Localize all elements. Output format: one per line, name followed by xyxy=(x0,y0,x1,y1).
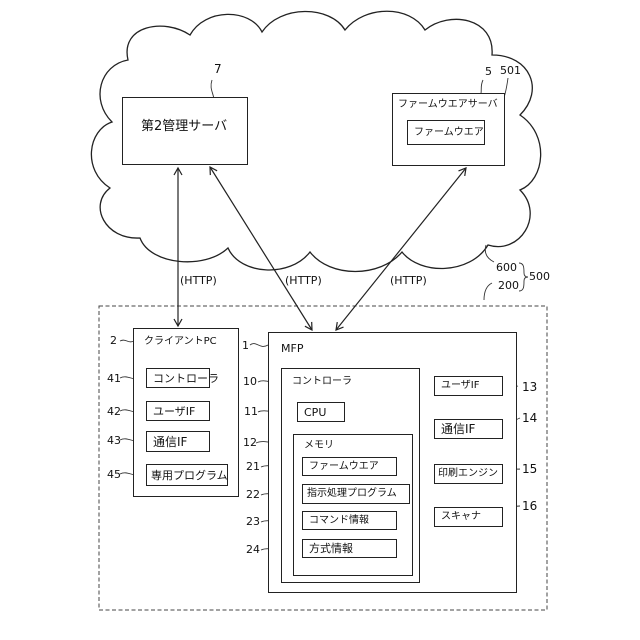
second-mgmt-server-ref: 7 xyxy=(214,63,222,75)
memory-item-ref-24: 24 xyxy=(246,544,260,555)
memory-item-ref-21: 21 xyxy=(246,461,260,472)
client-pc-user-if[interactable]: ユーザIF xyxy=(146,401,210,421)
firmware-server[interactable]: ファームウエアサーバ ファームウエア xyxy=(392,93,505,166)
http-label-2: (HTTP) xyxy=(285,275,322,286)
second-mgmt-server[interactable]: 第2管理サーバ xyxy=(122,97,248,165)
client-pc-label: クライアントPC xyxy=(144,337,217,347)
client-item-ref-45: 45 xyxy=(107,469,121,480)
memory-method-info[interactable]: 方式情報 xyxy=(302,539,397,558)
system-ref: 500 xyxy=(529,271,550,282)
mfp-user-if[interactable]: ユーザIF xyxy=(434,376,503,396)
mfp-scanner[interactable]: スキャナ xyxy=(434,507,503,527)
http-label-3: (HTTP) xyxy=(390,275,427,286)
memory-ref: 12 xyxy=(243,437,257,448)
system-brace xyxy=(519,263,528,291)
client-pc[interactable]: クライアントPC コントローラ ユーザIF 通信IF 専用プログラム xyxy=(133,328,239,497)
memory-instruction-program[interactable]: 指示処理プログラム xyxy=(302,484,410,504)
client-item-ref-43: 43 xyxy=(107,435,121,446)
client-item-ref-42: 42 xyxy=(107,406,121,417)
mfp-label: MFP xyxy=(281,343,303,354)
second-mgmt-server-label: 第2管理サーバ xyxy=(141,120,227,133)
network-ref: 600 xyxy=(496,262,517,273)
client-pc-comm-if[interactable]: 通信IF xyxy=(146,431,210,452)
memory-item-ref-22: 22 xyxy=(246,489,260,500)
firmware-server-ref: 5 xyxy=(485,66,492,77)
memory-firmware[interactable]: ファームウエア xyxy=(302,457,397,476)
mfp-print-engine[interactable]: 印刷エンジン xyxy=(434,464,503,484)
cpu[interactable]: CPU xyxy=(297,402,345,422)
firmware-server-firmware[interactable]: ファームウエア xyxy=(407,120,485,145)
client-pc-controller[interactable]: コントローラ xyxy=(146,368,210,388)
memory-item-ref-23: 23 xyxy=(246,516,260,527)
firmware-ref: 501 xyxy=(500,65,521,76)
client-pc-dedicated-program[interactable]: 専用プログラム xyxy=(146,464,228,486)
mfp-ref: 1 xyxy=(242,340,249,351)
local-area-ref: 200 xyxy=(498,280,519,291)
memory-command-info[interactable]: コマンド情報 xyxy=(302,511,397,530)
controller-ref: 10 xyxy=(243,376,257,387)
peripheral-ref-13: 13 xyxy=(522,381,537,393)
peripheral-ref-16: 16 xyxy=(522,500,537,512)
mfp-controller-label: コントローラ xyxy=(292,377,352,387)
memory-label: メモリ xyxy=(304,441,334,451)
firmware-server-label: ファームウエアサーバ xyxy=(398,100,498,110)
client-pc-ref: 2 xyxy=(110,335,117,346)
client-item-ref-41: 41 xyxy=(107,373,121,384)
mfp-comm-if[interactable]: 通信IF xyxy=(434,419,503,439)
cpu-ref: 11 xyxy=(244,406,258,417)
memory[interactable]: メモリ ファームウエア 指示処理プログラム コマンド情報 方式情報 xyxy=(293,434,413,576)
peripheral-ref-15: 15 xyxy=(522,463,537,475)
http-label-1: (HTTP) xyxy=(180,275,217,286)
peripheral-ref-14: 14 xyxy=(522,412,537,424)
